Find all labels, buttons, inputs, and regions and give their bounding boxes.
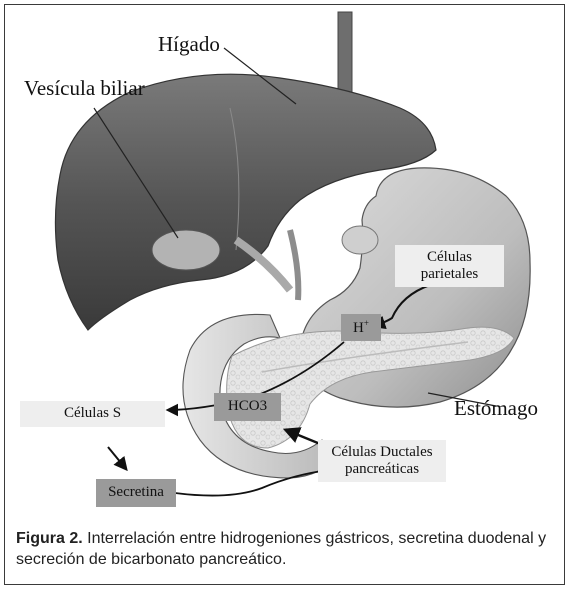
figure-number: Figura 2. [16,530,83,547]
arrow-celulas-s-down [108,447,126,469]
box-celulas-ductales: Células Ductales pancreáticas [318,440,446,482]
ductales-line2: pancreáticas [318,461,446,478]
h-plus-symbol: H [353,320,364,336]
label-vesicula-biliar: Vesícula biliar [24,76,145,101]
box-hco3: HCO3 [214,393,281,421]
box-celulas-s: Células S [20,401,165,427]
figure-caption: Figura 2. Interrelación entre hidrogenio… [16,528,556,570]
hco3-label: HCO3 [228,398,267,414]
gallbladder [152,230,220,270]
label-higado: Hígado [158,32,220,57]
secretina-label: Secretina [108,484,164,500]
h-plus-superscript: + [364,318,369,328]
caption-text: Interrelación entre hidrogeniones gástri… [16,530,546,568]
ductales-line1: Células Ductales [318,444,446,461]
label-estomago: Estómago [454,396,538,421]
celulas-parietales-line1: Células [395,249,504,266]
box-h-plus: H+ [341,314,381,341]
celulas-s-label: Células S [64,405,121,421]
box-celulas-parietales: Células parietales [395,245,504,287]
celulas-parietales-line2: parietales [395,266,504,283]
box-secretina: Secretina [96,479,176,507]
